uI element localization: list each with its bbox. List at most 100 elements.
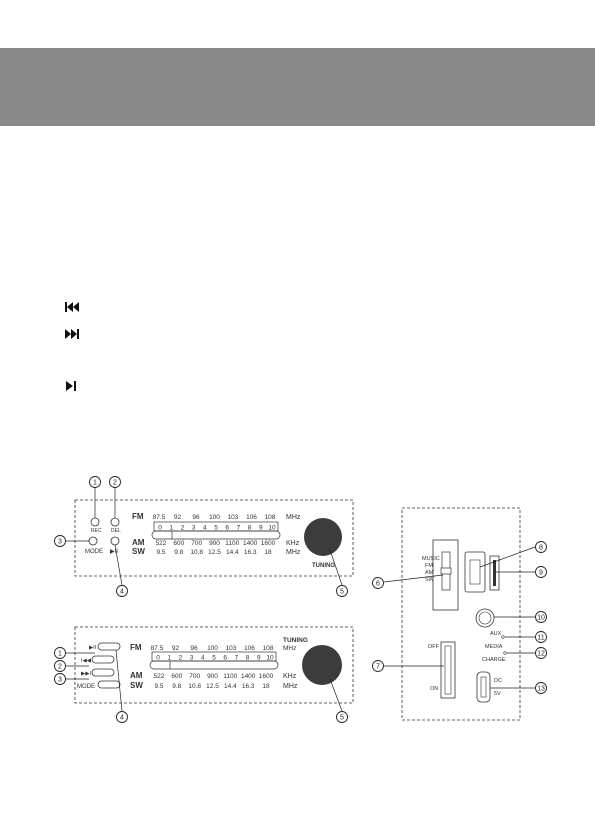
fm-scale-tick: 87.5 xyxy=(153,514,166,521)
prev-button-b[interactable] xyxy=(91,655,115,664)
callout-a3: 3 xyxy=(54,535,66,547)
sw-scale-tick: 9.8 xyxy=(174,549,183,556)
dial-scale-tick: 0 xyxy=(158,525,162,532)
mode-label: MODE xyxy=(85,549,103,555)
play-label: ▶II xyxy=(110,549,118,555)
am-scale-tick: 1400 xyxy=(243,540,258,547)
sw-scale-tick: 12.5 xyxy=(206,683,219,690)
dial-scale-tick: 2 xyxy=(181,525,185,532)
sd-card-slot[interactable] xyxy=(489,555,500,591)
dial-scale-tick: 1 xyxy=(169,525,173,532)
play-pause-button[interactable] xyxy=(110,536,120,546)
switch-label-am: AM xyxy=(425,570,434,576)
dc-port[interactable] xyxy=(476,671,491,703)
tuning-label: TUNING xyxy=(312,563,335,569)
dial-scale-tick: 8 xyxy=(248,525,252,532)
am-scale-tick: 1100 xyxy=(223,673,237,680)
dial-scale-tick: 7 xyxy=(235,655,239,662)
svg-text:1: 1 xyxy=(93,480,97,487)
callout-a2: 2 xyxy=(109,476,121,488)
sw-scale-tick: 14.4 xyxy=(226,549,239,556)
am-scale-tick: 700 xyxy=(191,540,202,547)
dc-label: DC xyxy=(494,678,502,684)
svg-text:1: 1 xyxy=(58,651,62,658)
svg-text:13: 13 xyxy=(537,686,545,693)
am-scale-tick: 900 xyxy=(209,540,220,547)
volt-label: 5V xyxy=(494,691,501,697)
am-scale-tick: 600 xyxy=(171,673,182,680)
sw-scale-tick: 10.8 xyxy=(190,549,203,556)
am-unit-label: KHz xyxy=(286,540,300,547)
band-switch[interactable] xyxy=(432,539,459,611)
sw-band-label: SW xyxy=(132,547,145,556)
mode-button[interactable] xyxy=(88,536,98,546)
aux-jack[interactable] xyxy=(475,608,495,628)
usb-port[interactable] xyxy=(464,551,486,593)
am-scale-tick: 522 xyxy=(156,540,167,547)
switch-label-sw: SW xyxy=(425,577,435,583)
next-track-icon xyxy=(65,329,79,339)
switch-label-music: MUSIC xyxy=(422,556,440,562)
fm-scale-tick: 108 xyxy=(263,645,274,652)
rec-button[interactable] xyxy=(90,517,100,527)
am-scale-tick: 1100 xyxy=(225,540,239,547)
callout-b4: 4 xyxy=(116,711,128,723)
next-label-b: ▶▶I xyxy=(81,671,91,677)
tuning-label-b: TUNING xyxy=(283,637,308,644)
sw-scale-tick: 14.4 xyxy=(224,683,237,690)
svg-text:5: 5 xyxy=(340,589,344,596)
am-scale-tick: 700 xyxy=(189,673,200,680)
off-label: OFF xyxy=(428,644,440,650)
sw-scale-tick: 18 xyxy=(264,549,272,556)
callout-10: 10 xyxy=(535,611,547,623)
sw-scale-tick: 18 xyxy=(262,683,270,690)
am-band-label-b: AM xyxy=(130,671,143,680)
play-label-b: ▶II xyxy=(89,645,97,651)
callout-8: 8 xyxy=(535,541,547,553)
svg-text:4: 4 xyxy=(120,715,124,722)
callout-12: 12 xyxy=(535,647,547,659)
charge-led xyxy=(503,651,507,655)
svg-text:5: 5 xyxy=(340,715,344,722)
rec-label: REC xyxy=(91,528,102,534)
tuning-knob[interactable] xyxy=(304,518,342,556)
mode-button-b[interactable] xyxy=(97,680,121,689)
mode-label-b: MODE xyxy=(77,684,95,690)
sw-band-label-b: SW xyxy=(130,681,143,690)
svg-text:2: 2 xyxy=(113,480,117,487)
fm-scale-tick: 100 xyxy=(207,645,218,652)
tuning-knob-b[interactable] xyxy=(302,645,342,685)
power-switch[interactable] xyxy=(440,641,456,699)
dial-scale-tick: 0 xyxy=(156,655,160,662)
del-label: DEL xyxy=(111,528,121,534)
callout-b5: 5 xyxy=(336,711,348,723)
dial-scale-tick: 6 xyxy=(225,525,229,532)
am-scale-tick: 900 xyxy=(207,673,218,680)
callout-9: 9 xyxy=(535,566,547,578)
fm-scale-tick: 103 xyxy=(226,645,237,652)
play-pause-button-b[interactable] xyxy=(97,642,121,651)
on-label: ON xyxy=(430,686,438,692)
dial-scale-tick: 6 xyxy=(223,655,227,662)
callout-13: 13 xyxy=(535,682,547,694)
side-panel: MUSIC FM AM SW AUX OFF ON MEDIA CHARGE D… xyxy=(372,507,547,721)
am-scale-tick: 600 xyxy=(173,540,184,547)
sw-scale-tick: 12.5 xyxy=(208,549,221,556)
svg-text:7: 7 xyxy=(376,664,380,671)
callout-a4: 4 xyxy=(116,585,128,597)
sw-unit-b: MHz xyxy=(283,683,298,690)
fm-scale-tick: 87.5 xyxy=(151,645,164,652)
am-unit-b: KHz xyxy=(283,673,297,680)
sw-scale-tick: 9.5 xyxy=(154,683,163,690)
sw-scale-tick: 16.3 xyxy=(244,549,257,556)
dial-scale-tick: 5 xyxy=(214,525,218,532)
media-led xyxy=(501,635,505,639)
del-button[interactable] xyxy=(110,517,120,527)
am-scale-tick: 1600 xyxy=(259,673,274,680)
next-button-b[interactable] xyxy=(91,668,115,677)
callout-11: 11 xyxy=(535,631,547,643)
callout-a5: 5 xyxy=(336,585,348,597)
svg-text:3: 3 xyxy=(58,539,62,546)
